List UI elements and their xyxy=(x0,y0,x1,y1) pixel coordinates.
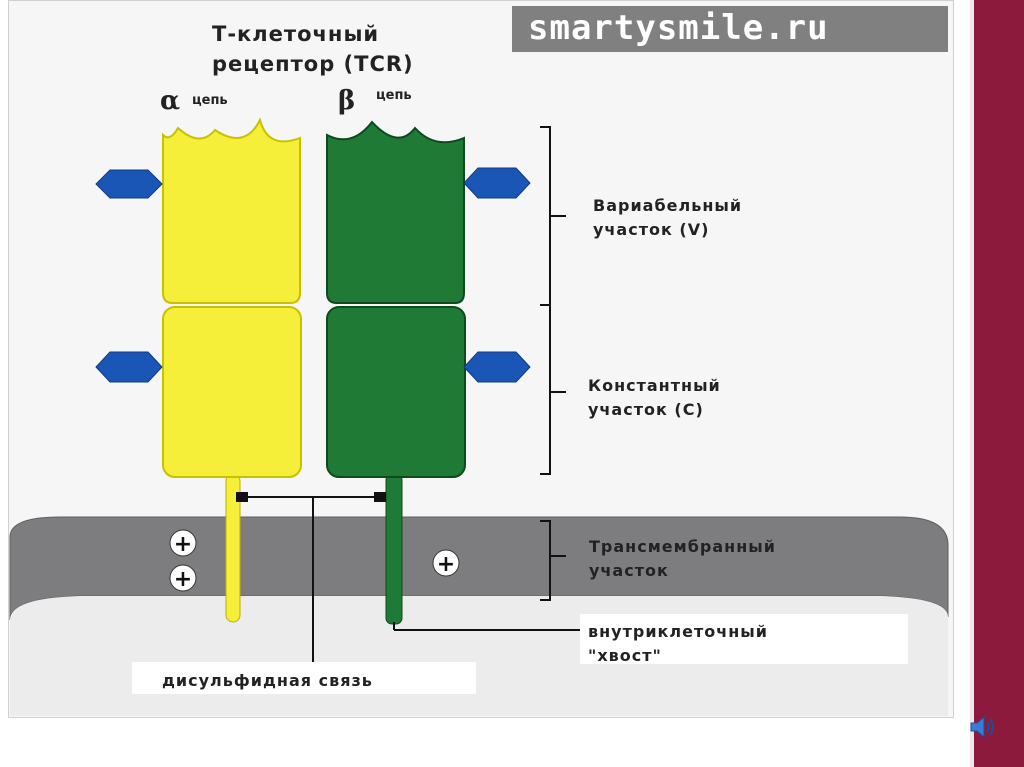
variable-region-label-line2: участок (V) xyxy=(593,220,709,239)
glycan-icon xyxy=(464,168,530,198)
alpha-chain-symbol: α xyxy=(160,86,180,116)
constant-region-label-line2: участок (C) xyxy=(588,400,704,419)
beta-variable-domain xyxy=(327,122,464,303)
positive-charge-label: + xyxy=(437,552,455,577)
positive-charge-label: + xyxy=(174,567,192,592)
constant-region-label-line1: Константный xyxy=(588,376,721,395)
transmembrane-region-label-line1: Трансмембранный xyxy=(589,537,776,556)
disulfide-bond-label: дисульфидная связь xyxy=(162,671,373,690)
positive-charge-label: + xyxy=(174,532,192,557)
alpha-constant-domain xyxy=(163,307,301,477)
diagram-title-line2: рецептор (TCR) xyxy=(212,52,414,76)
tail-label-line2: "хвост" xyxy=(588,646,662,665)
beta-transmembrane-stalk xyxy=(386,474,402,624)
tail-label-line1: внутриклеточный xyxy=(588,622,768,641)
disulfide-bond-end xyxy=(374,492,386,502)
diagram-title-line1: Т-клеточный xyxy=(212,22,379,46)
variable-region-label-line1: Вариабельный xyxy=(593,196,742,215)
alpha-chain-label: цепь xyxy=(192,93,228,108)
glycan-icon xyxy=(96,352,162,382)
beta-chain-label: цепь xyxy=(376,88,412,103)
constant-region-bracket xyxy=(540,305,550,474)
watermark-text: smartysmile.ru xyxy=(528,8,938,48)
disulfide-bond-end xyxy=(236,492,248,502)
variable-region-bracket xyxy=(540,127,550,305)
glycan-icon xyxy=(96,170,162,198)
transmembrane-region-label-line2: участок xyxy=(589,561,669,580)
speaker-icon[interactable] xyxy=(968,712,998,742)
beta-constant-domain xyxy=(327,307,465,477)
glycan-icon xyxy=(464,352,530,382)
alpha-variable-domain xyxy=(163,120,300,303)
beta-chain-symbol: β xyxy=(338,86,355,116)
